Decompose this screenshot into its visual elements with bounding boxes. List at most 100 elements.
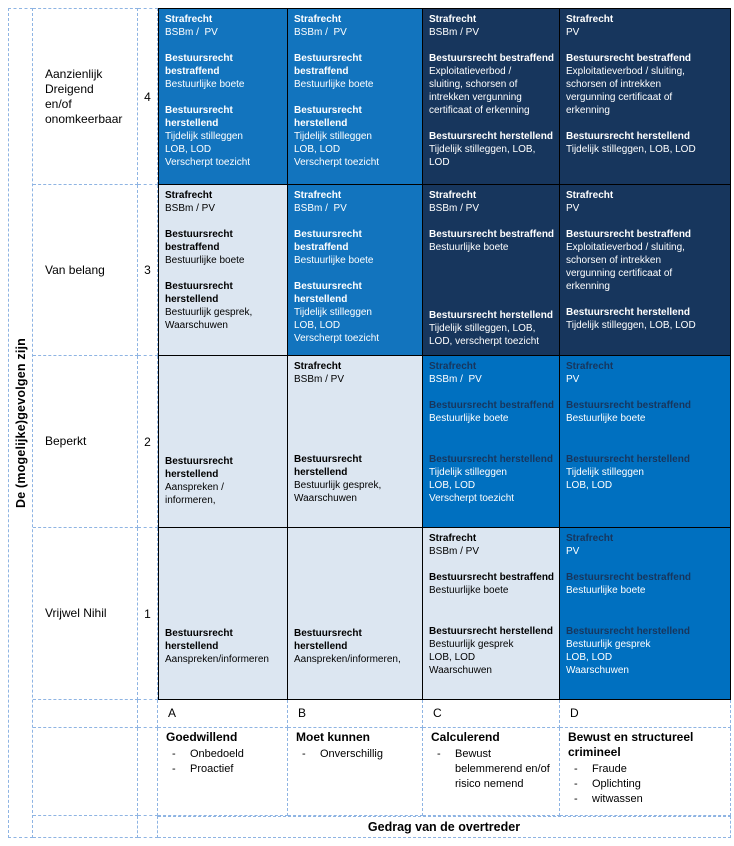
sanction-category: Bestuursrecht herstellend: [294, 281, 362, 305]
sanction-measures: Bestuurlijke boete: [165, 255, 245, 266]
sanction-measures: Aanspreken/informeren: [165, 654, 269, 665]
column-letter-D: D: [560, 700, 731, 728]
behavior-title: Goedwillend: [166, 730, 238, 744]
sanction-measures: Exploitatieverbod / sluiting, schorsen o…: [429, 66, 530, 116]
sanction-category: Bestuursrecht herstellend: [429, 310, 553, 321]
behavior-bullet: -Onbedoeld: [166, 747, 285, 762]
bullet-dash: -: [172, 748, 176, 760]
behavior-bullet: -Oplichting: [568, 777, 728, 792]
sanction-measures: PV: [566, 27, 580, 38]
column-letter-A: A: [158, 700, 288, 728]
row-number-2: 2: [138, 356, 158, 528]
sanction-category: Bestuursrecht herstellend: [294, 628, 362, 652]
behavior-bullet: -Onverschillig: [296, 747, 420, 762]
sanction-measures: Bestuurlijk gesprek LOB, LOD Waarschuwen: [566, 639, 651, 676]
behavior-title: Moet kunnen: [296, 730, 370, 744]
sanction-measures: BSBm / PV: [294, 203, 347, 214]
sanction-category: Bestuursrecht bestraffend: [429, 572, 555, 583]
x-axis-title-cell: Gedrag van de overtreder: [158, 816, 731, 838]
bullet-text: Onverschillig: [320, 748, 383, 760]
sanction-category: Bestuursrecht herstellend: [294, 105, 362, 129]
row-label-1: Vrijwel Nihil: [33, 528, 138, 700]
sanction-category: Bestuursrecht bestraffend: [165, 53, 233, 77]
sanction-measures: Tijdelijk stilleggen LOB, LOD: [566, 467, 644, 491]
bullet-dash: -: [574, 778, 578, 790]
sanction-measures: BSBm / PV: [429, 546, 480, 557]
column-behavior-A: Goedwillend-Onbedoeld-Proactief: [158, 728, 288, 816]
sanction-category: Strafrecht: [294, 14, 342, 25]
behavior-bullet: -witwassen: [568, 792, 728, 807]
sanction-category: Strafrecht: [566, 14, 614, 25]
bullet-text: Fraude: [592, 763, 627, 775]
sanction-measures: Tijdelijk stilleggen LOB, LOD Verscherpt…: [165, 131, 251, 168]
row-label-3: Van belang: [33, 185, 138, 356]
bullet-dash: -: [172, 763, 176, 775]
sanction-measures: PV: [566, 374, 580, 385]
empty-label-cell: [33, 700, 138, 728]
sanction-measures: Tijdelijk stilleggen, LOB, LOD, verscher…: [429, 323, 540, 347]
sanction-category: Bestuursrecht bestraffend: [566, 229, 692, 240]
sanction-category: Bestuursrecht herstellend: [165, 628, 233, 652]
sanction-category: Bestuursrecht bestraffend: [294, 229, 362, 253]
sanction-measures: Aanspreken / informeren,: [165, 482, 224, 506]
behavior-title: Calculerend: [431, 730, 500, 744]
sanction-category: Bestuursrecht herstellend: [294, 454, 362, 478]
sanction-measures: Tijdelijk stilleggen, LOB, LOD: [566, 320, 696, 331]
sanction-category: Strafrecht: [429, 361, 477, 372]
sanction-category: Bestuursrecht bestraffend: [429, 229, 555, 240]
column-letter-C: C: [423, 700, 560, 728]
column-behavior-C: Calculerend -Bewust belemmerend en/of ris…: [423, 728, 560, 816]
sanction-category: Strafrecht: [165, 190, 213, 201]
row-number-3: 3: [138, 185, 158, 356]
sanction-measures: Bestuurlijke boete: [429, 242, 509, 253]
bullet-dash: -: [574, 793, 578, 805]
sanction-measures: PV: [566, 546, 580, 557]
behavior-bullet: -Bewust belemmerend en/of risico nemend: [431, 747, 557, 792]
sanction-category: Bestuursrecht bestraffend: [566, 572, 692, 583]
sanction-category: Strafrecht: [566, 361, 614, 372]
y-axis-label: De (mogelijke)gevolgen zijn: [13, 337, 28, 508]
sanction-measures: Exploitatieverbod / sluiting, schorsen o…: [566, 66, 685, 116]
sanction-category: Bestuursrecht herstellend: [566, 454, 690, 465]
sanction-category: Strafrecht: [429, 533, 477, 544]
x-axis-label: Gedrag van de overtreder: [367, 820, 521, 834]
empty-label-cell: [33, 728, 138, 816]
sanction-measures: Tijdelijk stilleggen LOB, LOD Verscherpt…: [429, 467, 515, 504]
sanction-category: Bestuursrecht bestraffend: [294, 53, 362, 77]
sanction-category: Bestuursrecht herstellend: [429, 131, 553, 142]
sanction-category: Strafrecht: [294, 361, 342, 372]
